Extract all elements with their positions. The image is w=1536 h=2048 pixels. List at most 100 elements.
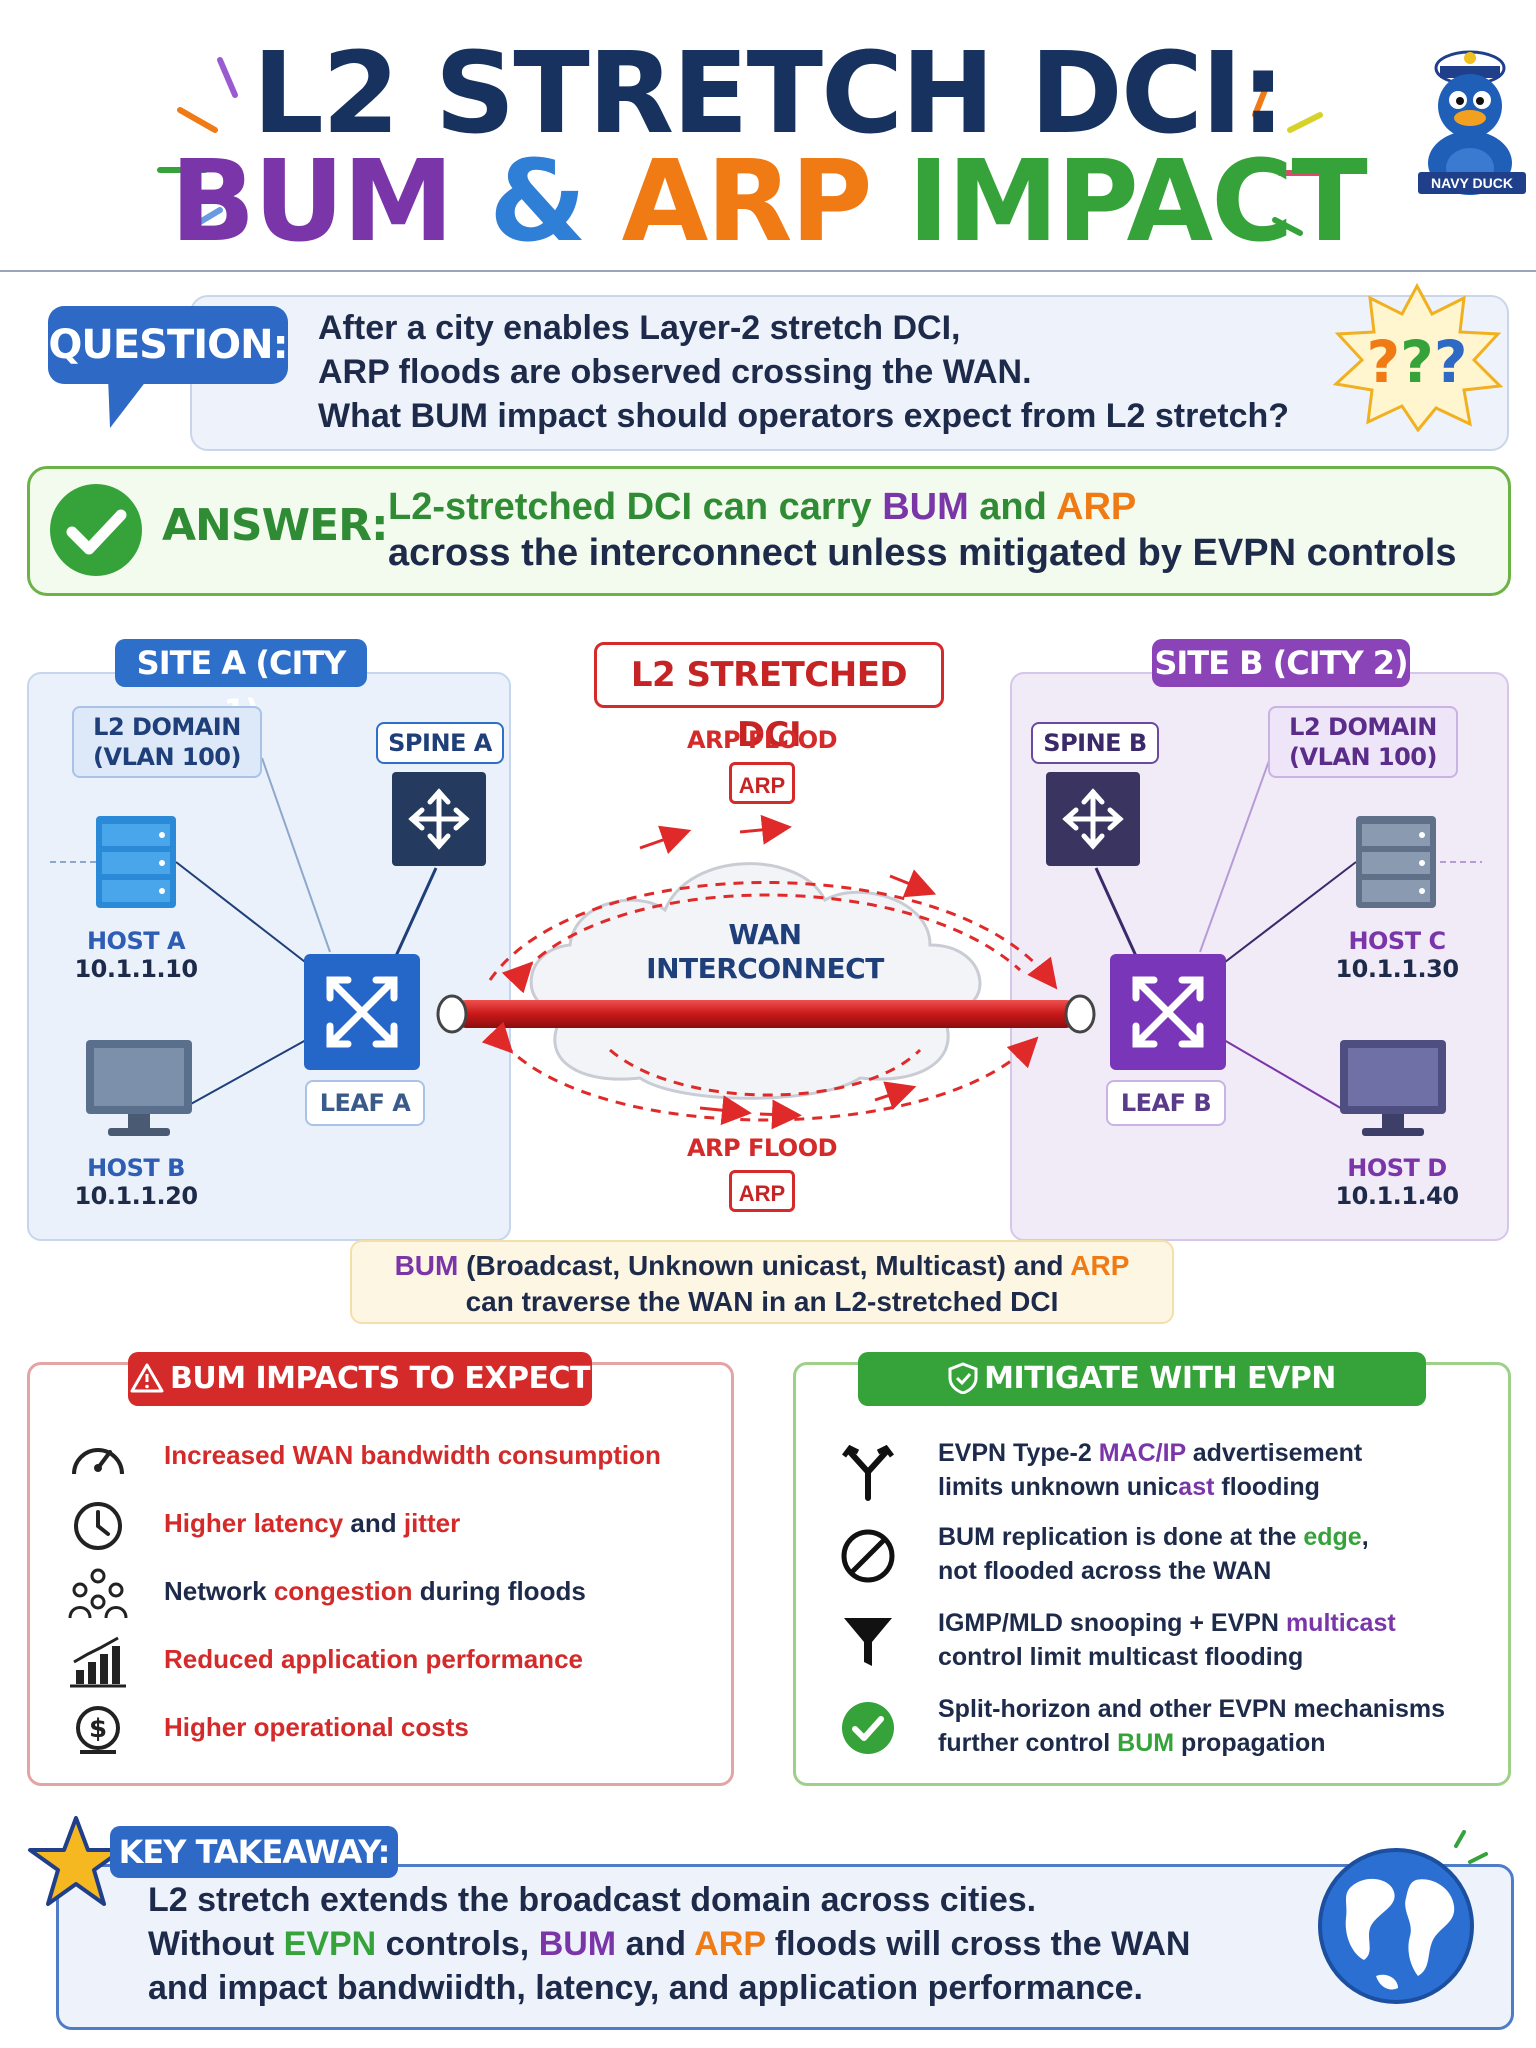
question-label: QUESTION: <box>48 306 289 384</box>
answer-bum: BUM <box>882 486 969 528</box>
check-circle-icon <box>842 1702 894 1754</box>
globe-icon <box>1318 1830 1488 2004</box>
mitigations-header: MITIGATE WITH EVPN CONTROLS <box>858 1352 1426 1450</box>
mit3-l2b: BUM <box>1117 1729 1175 1757</box>
host-a-ip: 10.1.1.10 <box>74 955 198 983</box>
question-line-2: ARP floods are observed crossing the WAN… <box>318 353 1032 391</box>
mitigation-item: BUM replication is done at the edge, not… <box>830 1518 1500 1598</box>
flood-arc-bottom-3 <box>699 1095 752 1126</box>
takeaway-line-3: and impact bandwiidth, latency, and appl… <box>148 1969 1143 2007</box>
l2-domain-a-line-2: (VLAN 100) <box>93 743 241 771</box>
host-b-monitor-icon <box>86 1040 192 1136</box>
check-icon <box>50 484 142 576</box>
prohibited-icon <box>841 1529 895 1583</box>
host-d-name: HOST D <box>1347 1154 1447 1182</box>
l2-domain-b-label: L2 DOMAIN (VLAN 100) <box>1268 706 1458 778</box>
flood-arc-top-5 <box>889 869 937 898</box>
host-a-name: HOST A <box>86 927 186 955</box>
wan-cloud <box>529 862 982 1012</box>
flood-arc-top-4 <box>739 814 792 845</box>
answer-label: ANSWER: <box>162 500 389 551</box>
host-c-ip: 10.1.1.30 <box>1335 955 1459 983</box>
speech-bubble-tail <box>108 376 150 428</box>
funnel-icon <box>844 1618 892 1666</box>
takeaway-l2c: controls, <box>376 1925 539 1963</box>
mitigation-text-igmp: IGMP/MLD snooping + EVPN multicast contr… <box>938 1606 1396 1674</box>
host-a-label: HOST A 10.1.1.10 <box>66 927 206 983</box>
impacts-panel <box>27 1362 734 1786</box>
host-b-label: HOST B 10.1.1.20 <box>66 1154 206 1210</box>
dci-pipe-left-end <box>436 994 468 1034</box>
mit0-l2c: flooding <box>1214 1473 1320 1501</box>
host-c-server-icon <box>1356 816 1436 908</box>
takeaway-l2g: floods will cross the WAN <box>765 1925 1191 1963</box>
mit0-l1a: EVPN Type-2 <box>938 1439 1099 1467</box>
flood-arc-bottom-1 <box>481 1021 1039 1122</box>
note-bum: BUM <box>394 1250 459 1281</box>
people-network-icon <box>68 1568 128 1619</box>
l2-domain-b-line-2: (VLAN 100) <box>1289 743 1437 771</box>
flood-arc-top-1 <box>488 881 1058 990</box>
spine-b-icon <box>1046 772 1140 866</box>
takeaway-bum: BUM <box>538 1925 617 1963</box>
link-l2domain-b-leaf-b <box>1199 757 1271 953</box>
mit2-l1a: IGMP/MLD snooping + EVPN <box>938 1609 1286 1637</box>
bar-chart-icon <box>70 1636 126 1688</box>
answer-line-1c: and <box>968 486 1056 528</box>
page-title-line-2: BUM & ARP IMPACT <box>0 146 1536 258</box>
mitigation-text-edge: BUM replication is done at the edge, not… <box>938 1520 1369 1588</box>
title-bum: BUM <box>170 137 454 267</box>
takeaway-text: L2 stretch extends the broadcast domain … <box>148 1878 1268 2010</box>
impact-congestion-c: during floods <box>412 1576 586 1606</box>
arp-flood-top-label: ARP FLOOD <box>686 726 838 754</box>
site-a-label: SITE A (CITY 1) <box>115 639 367 730</box>
spine-a-icon <box>392 772 486 866</box>
shield-check-icon <box>948 1362 978 1395</box>
impact-item: Network congestion during floods <box>60 1564 720 1620</box>
mitigation-text-type2: EVPN Type-2 MAC/IP advertisement limits … <box>938 1436 1362 1504</box>
link-host-b-leaf-a <box>179 1039 307 1111</box>
link-host-a-leaf-a <box>175 861 319 973</box>
link-spine-a-leaf-a <box>394 867 438 957</box>
svg-text:$: $ <box>89 1714 107 1744</box>
question-line-1: After a city enables Layer-2 stretch DCI… <box>318 309 961 347</box>
impact-text-latency: Higher latency and jitter <box>164 1508 460 1539</box>
flood-arc-top-3 <box>639 825 692 855</box>
mit3-l2a: further control <box>938 1729 1118 1757</box>
mit0-l2b: ast <box>1178 1473 1215 1501</box>
wan-cloud-lower <box>553 1018 950 1100</box>
question-line-3: What BUM impact should operators expect … <box>318 397 1290 435</box>
flood-arc-bottom-5 <box>874 1081 917 1110</box>
leaf-b-icon <box>1110 954 1226 1070</box>
mit0-l1c: advertisement <box>1185 1439 1363 1467</box>
site-b-label: SITE B (CITY 2) <box>1152 639 1410 687</box>
link-host-c-leaf-b <box>1211 861 1357 973</box>
mitigations-header-label: MITIGATE WITH EVPN CONTROLS <box>984 1361 1336 1450</box>
dci-pipe-right-end <box>1064 994 1096 1034</box>
wan-interconnect-label: WAN INTERCONNECT <box>630 918 900 986</box>
link-host-d-leaf-b <box>1223 1039 1345 1111</box>
takeaway-panel <box>56 1864 1514 2030</box>
clock-icon <box>74 1502 122 1550</box>
answer-line-1a: L2-stretched DCI can carry <box>388 486 883 528</box>
l2-domain-b-line-1: L2 DOMAIN <box>1289 713 1437 741</box>
takeaway-arp: ARP <box>694 1925 766 1963</box>
dci-label: L2 STRETCHED DCI <box>594 642 944 755</box>
gauge-icon <box>72 1448 124 1475</box>
takeaway-l2a: Without <box>148 1925 284 1963</box>
title-impact: IMPACT <box>907 137 1368 267</box>
wan-line-2: INTERCONNECT <box>646 952 884 985</box>
duck-mascot-icon <box>1428 50 1512 195</box>
arp-badge-top: ARP <box>729 762 795 804</box>
impact-latency-a: Higher latency <box>164 1508 344 1538</box>
mit1-l1a: BUM replication is done at the <box>938 1523 1304 1551</box>
impact-item: Reduced application performance <box>60 1632 720 1688</box>
host-d-ip: 10.1.1.40 <box>1335 1182 1459 1210</box>
host-c-name: HOST C <box>1348 927 1446 955</box>
mit0-l2a: limits unknown unic <box>938 1473 1179 1501</box>
question-panel <box>190 295 1509 451</box>
mitigation-item: Split-horizon and other EVPN mechanisms … <box>830 1690 1500 1770</box>
mascot-label: NAVY DUCK <box>1418 172 1526 194</box>
title-arp: ARP <box>621 137 873 267</box>
note-arp: ARP <box>1070 1250 1130 1281</box>
